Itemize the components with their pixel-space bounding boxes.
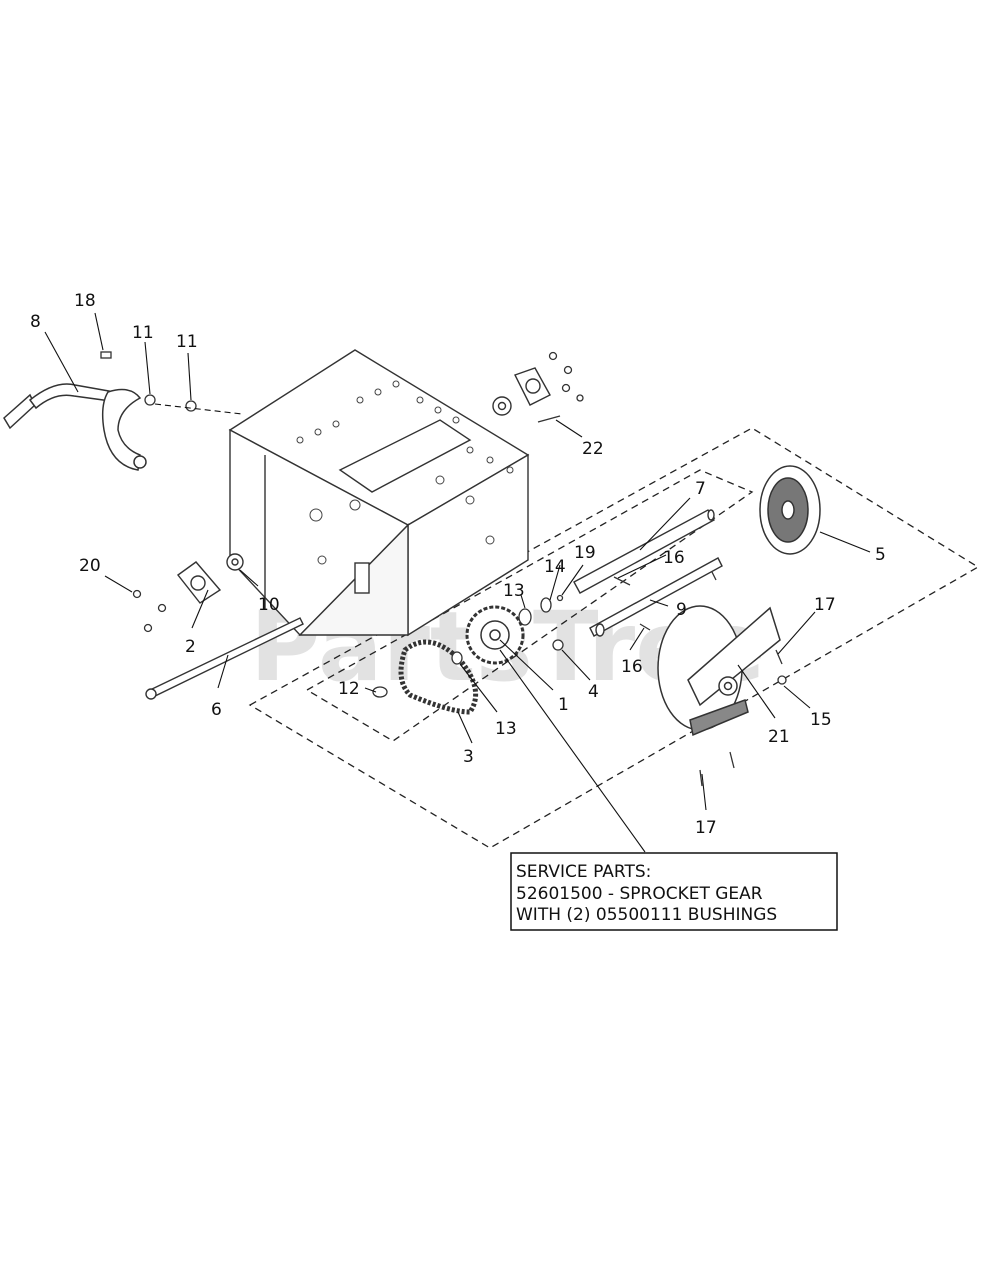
callout-11b: 11 bbox=[176, 332, 198, 352]
callout-7: 7 bbox=[695, 479, 706, 499]
sprocket-gear-1 bbox=[465, 605, 525, 665]
service-note-line3: WITH (2) 05500111 BUSHINGS bbox=[516, 905, 777, 925]
frame-slot bbox=[354, 562, 370, 594]
screw-d bbox=[563, 365, 573, 375]
frame-crossbar bbox=[338, 419, 472, 493]
flange-bore-left bbox=[190, 575, 206, 591]
lever-pivot bbox=[133, 455, 147, 469]
bushing-13a bbox=[518, 608, 532, 626]
callout-12: 12 bbox=[338, 679, 360, 699]
washer-14 bbox=[540, 597, 552, 613]
roller-chain-3 bbox=[398, 639, 479, 715]
hub-center bbox=[781, 500, 795, 520]
bolt-22 bbox=[537, 415, 561, 423]
service-note-line2: 52601500 - SPROCKET GEAR bbox=[516, 884, 763, 904]
screw-a bbox=[157, 603, 167, 613]
inner-dashed-outline bbox=[305, 469, 754, 742]
shaft-9 bbox=[589, 557, 723, 637]
frame-holes bbox=[296, 380, 514, 565]
pin-16b bbox=[639, 623, 651, 631]
callout-22: 22 bbox=[582, 439, 604, 459]
callout-16b: 16 bbox=[621, 657, 643, 677]
bushings-washers bbox=[372, 571, 787, 787]
callout-15: 15 bbox=[810, 710, 832, 730]
wheel-base bbox=[689, 699, 749, 737]
lever-arm bbox=[101, 388, 142, 471]
callout-21: 21 bbox=[768, 727, 790, 747]
callout-4: 4 bbox=[588, 682, 599, 702]
small-hardware bbox=[100, 351, 584, 633]
callout-1: 1 bbox=[558, 695, 569, 715]
callout-10: 10 bbox=[258, 595, 280, 615]
leader-lines bbox=[44, 312, 871, 853]
screw-e bbox=[561, 383, 571, 393]
callout-9: 9 bbox=[676, 600, 687, 620]
screw-f bbox=[576, 394, 584, 402]
pin-17d bbox=[729, 751, 735, 769]
callout-13b: 13 bbox=[495, 719, 517, 739]
frame-gusset bbox=[298, 523, 409, 636]
frame-housing bbox=[228, 349, 530, 637]
callout-3: 3 bbox=[463, 747, 474, 767]
pin-17a bbox=[775, 649, 783, 665]
bearing-flange-right bbox=[492, 367, 561, 423]
pin-17c bbox=[711, 571, 717, 581]
callout-17a: 17 bbox=[814, 595, 836, 615]
washer-12 bbox=[372, 686, 388, 698]
wheel-hub-5 bbox=[759, 465, 821, 555]
callout-17b: 17 bbox=[695, 818, 717, 838]
bearing-flange-left bbox=[176, 553, 244, 604]
shaft-6-head bbox=[145, 688, 157, 700]
callout-16a: 16 bbox=[663, 548, 685, 568]
callouts: 1 2 3 4 5 6 7 8 9 10 11 11 12 13 13 14 1… bbox=[30, 291, 886, 838]
callout-18: 18 bbox=[74, 291, 96, 311]
pin-16a bbox=[613, 576, 631, 586]
callout-5: 5 bbox=[875, 545, 886, 565]
screw-c bbox=[548, 351, 558, 361]
callout-19: 19 bbox=[574, 543, 596, 563]
shaft-7 bbox=[573, 509, 715, 594]
friction-wheel-21 bbox=[657, 605, 781, 737]
service-parts-note: SERVICE PARTS: 52601500 - SPROCKET GEAR … bbox=[510, 852, 838, 931]
callout-13a: 13 bbox=[503, 581, 525, 601]
screw-20 bbox=[132, 589, 142, 599]
flange-bore-right bbox=[525, 378, 541, 394]
shaft-7-body bbox=[573, 509, 715, 594]
nut-11b bbox=[185, 400, 197, 412]
washer-15 bbox=[777, 675, 787, 685]
pin-18 bbox=[100, 351, 112, 359]
service-note-box bbox=[510, 852, 838, 931]
assembly-outlines bbox=[248, 427, 980, 849]
collar-4 bbox=[552, 639, 564, 651]
shaft-9-body bbox=[589, 557, 723, 637]
bushing-13b bbox=[451, 651, 463, 665]
screw-b bbox=[143, 623, 153, 633]
nut-11a bbox=[144, 394, 156, 406]
callout-2: 2 bbox=[185, 637, 196, 657]
shift-lever bbox=[3, 383, 147, 471]
callout-6: 6 bbox=[211, 700, 222, 720]
callout-20: 20 bbox=[79, 556, 101, 576]
outer-dashed-outline bbox=[248, 427, 980, 849]
axle-shaft-6 bbox=[145, 617, 304, 700]
callout-8: 8 bbox=[30, 312, 41, 332]
pin-19 bbox=[556, 594, 564, 602]
wheel-bracket bbox=[687, 606, 781, 707]
callout-14: 14 bbox=[544, 557, 566, 577]
service-note-line1: SERVICE PARTS: bbox=[516, 862, 651, 882]
pin-17b bbox=[699, 769, 703, 787]
callout-11a: 11 bbox=[132, 323, 154, 343]
